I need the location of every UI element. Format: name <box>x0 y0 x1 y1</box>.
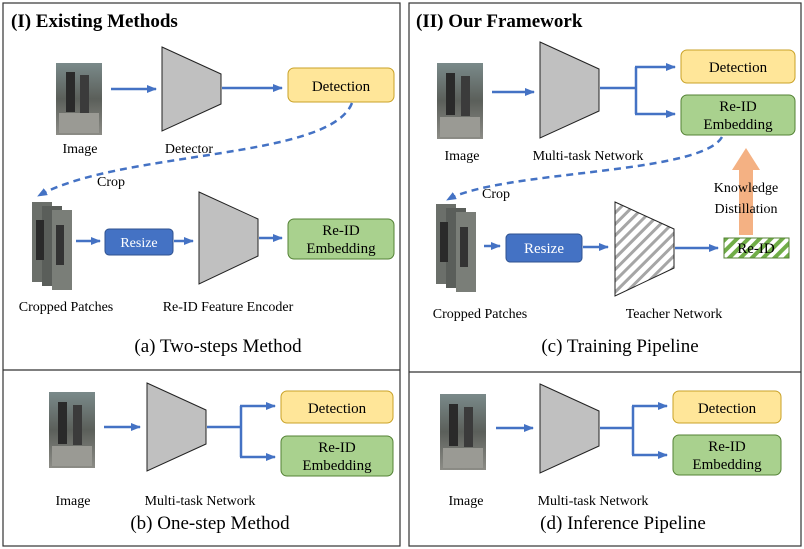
inference-detection-text: Detection <box>698 401 757 417</box>
inference-caption: (d) Inference Pipeline <box>540 513 706 534</box>
training-crop-label: Crop <box>482 187 510 202</box>
two-step-crop-dashed-arrow <box>37 102 354 198</box>
one-step-caption: (b) One-step Method <box>130 513 290 534</box>
one-step-reid-line2: Embedding <box>302 458 372 474</box>
two-step-caption: (a) Two-steps Method <box>134 336 302 357</box>
inference-image-thumbnail <box>440 394 486 470</box>
two-step-detection-text: Detection <box>312 79 371 95</box>
detector-trapezoid <box>161 46 222 132</box>
reid-feature-encoder-label: Re-ID Feature Encoder <box>163 300 294 315</box>
detector-label: Detector <box>165 142 214 157</box>
two-step-cropped-patches <box>32 202 72 290</box>
one-step-detection-text: Detection <box>308 401 367 417</box>
training-reid-line1: Re-ID <box>719 99 757 115</box>
training-resize-box <box>505 233 583 263</box>
inference-multitask-network-trapezoid <box>539 383 600 474</box>
one-step-branch-lines <box>207 406 243 457</box>
right-panel-heading: (II) Our Framework <box>416 11 583 32</box>
one-step-image-thumbnail <box>49 392 95 468</box>
two-step-resize-text: Resize <box>120 236 157 251</box>
training-reid-line2: Embedding <box>703 117 773 133</box>
right-panel-border <box>408 2 802 547</box>
knowledge-distillation-line1: Knowledge <box>714 181 779 196</box>
inference-reid-box <box>672 434 782 476</box>
one-step-multitask-network-trapezoid <box>146 382 207 472</box>
inference-reid-line2: Embedding <box>692 457 762 473</box>
training-reid-box <box>680 94 796 136</box>
one-step-network-label: Multi-task Network <box>145 494 256 509</box>
inference-branch-lines <box>600 406 635 455</box>
training-detection-box <box>680 49 796 84</box>
two-step-patches-label: Cropped Patches <box>19 300 113 315</box>
two-step-detection-box <box>287 67 395 103</box>
training-cropped-patches <box>436 204 476 292</box>
training-resize-text: Resize <box>524 241 564 257</box>
two-step-image-thumbnail <box>56 63 102 135</box>
two-step-resize-box <box>104 228 174 256</box>
inference-detection-box <box>672 390 782 424</box>
training-crop-dashed-arrow <box>446 136 724 202</box>
training-image-label: Image <box>445 149 480 164</box>
training-branch-lines <box>600 67 638 114</box>
inference-reid-line1: Re-ID <box>708 439 746 455</box>
inference-network-label: Multi-task Network <box>538 494 649 509</box>
left-panel-heading: (I) Existing Methods <box>11 11 178 32</box>
training-patches-label: Cropped Patches <box>433 307 527 322</box>
two-step-image-label: Image <box>63 142 98 157</box>
training-detection-text: Detection <box>709 60 768 76</box>
one-step-reid-line1: Re-ID <box>318 440 356 456</box>
one-step-reid-box <box>280 435 394 477</box>
left-panel-border <box>2 2 401 547</box>
knowledge-distillation-line2: Distillation <box>715 202 778 217</box>
one-step-image-label: Image <box>56 494 91 509</box>
training-network-label: Multi-task Network <box>533 149 644 164</box>
knowledge-distillation-arrow <box>732 148 760 235</box>
two-step-reid-box <box>287 218 395 260</box>
teacher-network-label: Teacher Network <box>626 307 723 322</box>
teacher-reid-box <box>723 237 790 259</box>
training-image-thumbnail <box>437 63 483 139</box>
teacher-reid-text: Re-ID <box>737 241 775 257</box>
two-step-crop-label: Crop <box>97 175 125 190</box>
one-step-detection-box <box>280 390 394 424</box>
two-step-reid-line1: Re-ID <box>322 223 360 239</box>
reid-feature-encoder-trapezoid <box>198 191 259 285</box>
training-caption: (c) Training Pipeline <box>541 336 698 357</box>
two-step-reid-line2: Embedding <box>306 241 376 257</box>
training-multitask-network-trapezoid <box>539 41 600 139</box>
teacher-network-trapezoid <box>614 201 675 297</box>
inference-image-label: Image <box>449 494 484 509</box>
